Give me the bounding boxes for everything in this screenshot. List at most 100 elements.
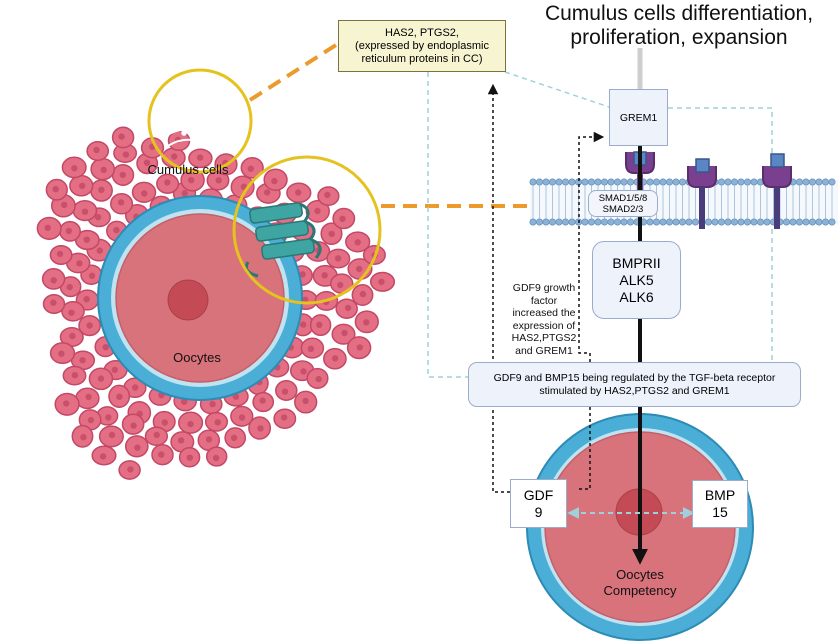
lipid-head <box>555 218 563 226</box>
cumulus-cell-nucleus <box>339 215 346 222</box>
lipid-head <box>704 218 712 226</box>
lipid-head <box>659 178 667 186</box>
cumulus-cell-nucleus <box>153 431 160 439</box>
cumulus-cell-nucleus <box>132 384 139 391</box>
note-line-3: increased the <box>512 307 576 319</box>
cumulus-cell-nucleus <box>116 393 123 400</box>
smad-line-2: SMAD2/3 <box>602 203 644 215</box>
cumulus-cell-nucleus <box>44 224 51 231</box>
competency-line-2: Competency <box>603 583 677 598</box>
cumulus-cell-nucleus <box>171 153 178 160</box>
cumulus-cell-nucleus <box>214 419 221 426</box>
lipid-head <box>548 218 556 226</box>
lipid-head <box>535 218 543 226</box>
cumulus-cell-nucleus <box>99 453 107 460</box>
lipid-head <box>789 218 797 226</box>
lipid-head <box>808 218 816 226</box>
cumulus-cell-nucleus <box>212 454 220 462</box>
cumulus-cell-nucleus <box>337 281 344 289</box>
lipid-head <box>529 178 537 186</box>
lipid-head <box>568 178 576 186</box>
oocytes-label: Oocytes <box>173 350 221 365</box>
lipid-head <box>600 218 608 226</box>
cumulus-cell-nucleus <box>181 190 188 197</box>
lipid-head <box>711 218 719 226</box>
oocyte-nucleus <box>167 279 209 321</box>
lipid-head <box>750 218 758 226</box>
cumulus-cell-nucleus <box>363 319 370 326</box>
bmp15-line-2: 15 <box>712 504 728 520</box>
cumulus-cell-nucleus <box>321 272 328 279</box>
lipid-head <box>613 178 621 186</box>
cumulus-cell-nucleus <box>141 190 148 197</box>
smad-line-1: SMAD1/5/8 <box>598 192 648 204</box>
cumulus-cell-nucleus <box>65 227 73 235</box>
lipid-head <box>626 218 634 226</box>
receptor-box: BMPRII ALK5 ALK6 <box>592 241 681 319</box>
tgf-line-1: GDF9 and BMP15 being regulated by the TG… <box>493 371 776 384</box>
receptor-line-1: BMPRII <box>612 254 661 271</box>
cumulus-cell-nucleus <box>315 375 322 383</box>
cumulus-cell-nucleus <box>187 420 194 428</box>
note-line-2: factor <box>530 294 558 307</box>
lipid-head <box>730 218 738 226</box>
lipid-head <box>594 178 602 186</box>
cumulus-cell-nucleus <box>205 436 213 443</box>
lipid-head <box>581 178 589 186</box>
lipid-head <box>737 218 745 226</box>
cumulus-cell-nucleus <box>102 344 110 351</box>
cumulus-cell-nucleus <box>94 214 102 221</box>
gdf9-growth-factor-note: GDF9 growth factor increased the express… <box>500 282 588 357</box>
lipid-head <box>594 218 602 226</box>
cumulus-cell-nucleus <box>93 146 100 154</box>
cumulus-cell-nucleus <box>62 400 70 407</box>
cumulus-cell-nucleus <box>356 344 363 351</box>
receptor-icon <box>762 153 792 229</box>
membrane-core <box>530 180 838 224</box>
lipid-head <box>763 218 771 226</box>
lipid-head <box>542 178 550 186</box>
lipid-head <box>652 178 660 186</box>
cumulus-cell-nucleus <box>230 434 238 441</box>
lipid-head <box>802 218 810 226</box>
lipid-head <box>665 178 673 186</box>
er-highlight-circle <box>147 68 253 174</box>
lipid-head <box>672 178 680 186</box>
lipid-head <box>646 178 654 186</box>
pathway-title: Cumulus cells differentiation, prolifera… <box>544 2 814 49</box>
cumulus-cell-nucleus <box>81 208 89 215</box>
lipid-head <box>678 178 686 186</box>
cumulus-cell-nucleus <box>215 177 222 184</box>
lipid-head <box>600 178 608 186</box>
cumulus-cell-nucleus <box>71 372 79 379</box>
lipid-head <box>828 178 836 186</box>
cumulus-cell-nucleus <box>86 322 93 329</box>
cumulus-cell-nucleus <box>307 345 315 352</box>
bmp15-box: BMP 15 <box>692 480 748 528</box>
cumulus-cell-nucleus <box>158 451 165 458</box>
cumulus-cell-nucleus <box>295 189 302 196</box>
lipid-head <box>607 218 615 226</box>
note-line-1: GDF9 growth <box>512 282 576 294</box>
lipid-head <box>581 218 589 226</box>
lipid-head <box>620 218 628 226</box>
cumulus-cell-nucleus <box>117 199 125 206</box>
cumulus-cell-nucleus <box>60 201 68 209</box>
cumulus-cell-nucleus <box>324 191 331 199</box>
lipid-head <box>821 218 829 226</box>
lipid-head <box>737 178 745 186</box>
cumulus-cell-nucleus <box>341 329 348 337</box>
lipid-head <box>808 178 816 186</box>
cumulus-cell-nucleus <box>161 419 168 426</box>
has2-line-3: reticulum proteins in CC) <box>361 52 483 65</box>
gdf9-line-1: GDF <box>523 486 554 503</box>
cumulus-cell-nucleus <box>316 321 323 328</box>
feedback-arrow-grem1 <box>578 131 605 490</box>
lipid-head <box>717 218 725 226</box>
grem1-label: GREM1 <box>619 111 658 124</box>
cumulus-cell-nucleus <box>50 299 57 306</box>
lipid-head <box>555 178 563 186</box>
cumulus-cell-nucleus <box>299 271 306 278</box>
cumulus-cell-nucleus <box>259 397 266 404</box>
